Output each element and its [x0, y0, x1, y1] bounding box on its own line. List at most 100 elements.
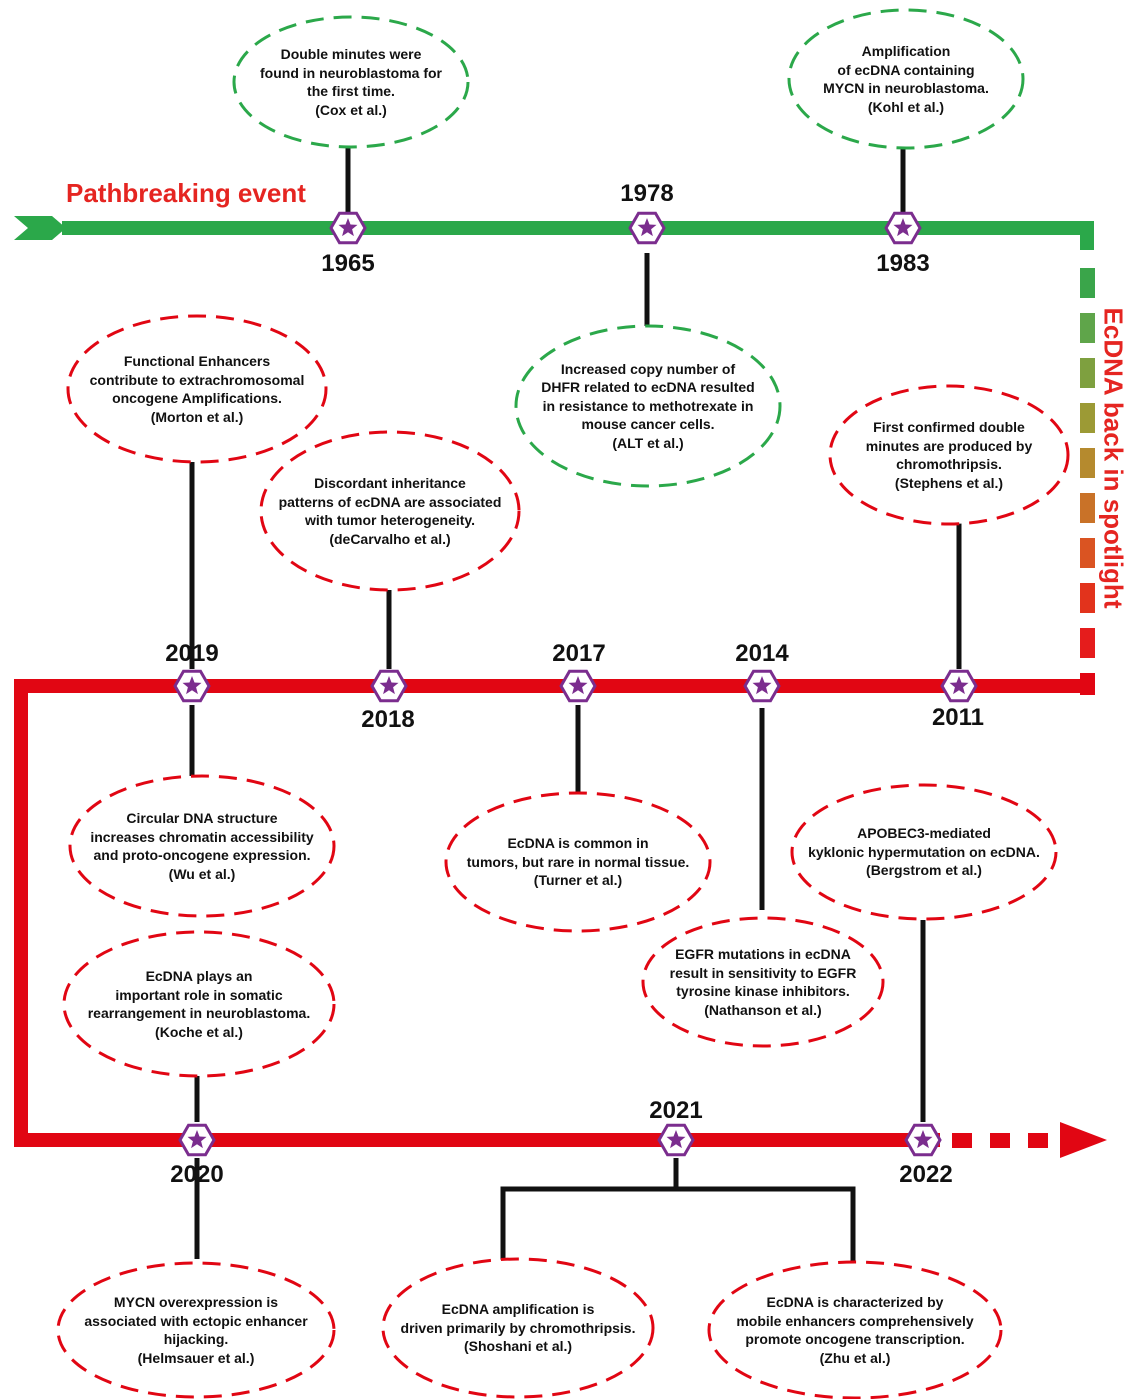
event-description-line: with tumor heterogeneity. [304, 512, 476, 528]
event-ellipse-e1978 [514, 324, 782, 488]
bottom-track-dash [1028, 1133, 1048, 1148]
event-description-line: minutes are produced by [865, 437, 1033, 454]
year-label-2022: 2022 [899, 1161, 953, 1188]
event-text-e2019b: Circular DNA structure increases chromati… [75, 809, 329, 883]
year-label-2018: 2018 [361, 706, 415, 733]
event-description-line: patterns of ecDNA are associated [278, 493, 502, 510]
star-icon [666, 1130, 686, 1149]
connector-dash [1080, 583, 1095, 613]
event-ellipse-e2011 [828, 384, 1070, 526]
event-ellipse-e2014 [641, 916, 885, 1048]
event-text-e2020a: EcDNA plays an important role in somatic r… [69, 967, 329, 1041]
event-citation: (Cox et al.) [315, 101, 387, 118]
event-description-line: increases chromatin accessibility [90, 828, 314, 845]
event-ellipse-e2019a [66, 314, 328, 464]
event-ellipse-e1965 [232, 15, 470, 149]
event-citation: (Zhu et al.) [819, 1349, 891, 1366]
event-ellipse-e2020b [56, 1261, 336, 1399]
event-citation: (ALT et al.) [612, 434, 684, 451]
star-icon [379, 676, 399, 695]
connector-dash [1080, 448, 1095, 478]
event-description-line: hijacking. [163, 1331, 229, 1347]
event-ellipse-e2021a [381, 1257, 655, 1399]
star-icon [893, 218, 913, 237]
connector-dash [1080, 538, 1095, 568]
year-label-2017: 2017 [552, 640, 606, 667]
event-description-line: and proto-oncogene expression. [93, 847, 311, 863]
event-description-line: EGFR mutations in ecDNA [675, 946, 851, 962]
event-description-line: MYCN overexpression is [113, 1294, 279, 1310]
event-description-line: Increased copy number of [560, 360, 736, 377]
connector-dash [1080, 358, 1095, 388]
event-citation: (Kohl et al.) [867, 98, 945, 115]
event-text-e2021b: EcDNA is characterized by mobile enhancer… [714, 1293, 996, 1367]
event-description-line: First confirmed double [873, 419, 1025, 435]
event-citation: (Helmsauer et al.) [137, 1349, 255, 1366]
event-description-line: kyklonic hypermutation on ecDNA. [808, 843, 1040, 860]
event-description-line: mouse cancer cells. [581, 416, 715, 433]
event-description-line: in resistance to methotrexate in [542, 397, 754, 414]
year-label-2014: 2014 [735, 640, 789, 667]
side-track-label: EcDNA back in spotlight [1098, 307, 1129, 609]
event-citation: (Bergstrom et al.) [866, 862, 982, 879]
star-icon [752, 676, 772, 695]
event-description-line: Functional Enhancers [123, 353, 271, 369]
event-text-e2020b: MYCN overexpression is associated with ec… [63, 1293, 329, 1367]
bottom-track-dash [952, 1133, 972, 1148]
event-citation: (Shoshani et al.) [463, 1338, 573, 1355]
connector-dash [1080, 403, 1095, 433]
year-label-2021: 2021 [649, 1097, 703, 1124]
event-citation: (Turner et al.) [533, 872, 623, 889]
event-description-line: rearrangement in neuroblastoma. [87, 1005, 311, 1021]
event-citation: (Nathanson et al.) [704, 1001, 822, 1018]
bracket-connector [500, 1186, 856, 1262]
event-description-line: DHFR related to ecDNA resulted [541, 379, 755, 396]
event-text-e2011: First confirmed double minutes are produc… [835, 418, 1063, 492]
event-description-line: oncogene Amplifications. [112, 390, 282, 406]
event-description-line: the first time. [307, 83, 395, 99]
event-description-line: EcDNA is characterized by [766, 1294, 944, 1310]
event-description-line: of ecDNA containing [837, 61, 975, 78]
event-description-line: Circular DNA structure [126, 810, 278, 826]
connector-dash [1080, 493, 1095, 523]
event-ellipse-e2017 [444, 791, 712, 933]
event-citation: (Morton et al.) [150, 408, 244, 425]
year-label-2020: 2020 [170, 1161, 224, 1188]
connector-dash [1080, 313, 1095, 343]
year-label-2011: 2011 [931, 704, 985, 731]
star-icon [187, 1130, 207, 1149]
chevron-arrow-icon [14, 216, 66, 240]
star-icon [182, 676, 202, 695]
event-description-line: promote oncogene transcription. [745, 1331, 965, 1347]
star-icon [913, 1130, 933, 1149]
event-description-line: tyrosine kinase inhibitors. [676, 983, 850, 999]
connector-dash [1080, 268, 1095, 298]
event-citation: (Wu et al.) [168, 865, 236, 882]
event-description-line: mobile enhancers comprehensively [736, 1312, 974, 1329]
event-ellipse-e2022 [790, 783, 1058, 921]
event-description-line: EcDNA plays an [145, 968, 253, 984]
event-citation: (Stephens et al.) [894, 474, 1004, 491]
event-ellipse-e2019b [68, 774, 336, 918]
arrow-head-icon [1060, 1122, 1107, 1158]
year-label-1978: 1978 [620, 180, 674, 207]
event-description-line: EcDNA amplification is [441, 1301, 595, 1318]
year-label-2019: 2019 [165, 640, 219, 667]
event-description-line: associated with ectopic enhancer [84, 1312, 308, 1329]
connector-dash [1080, 628, 1095, 658]
event-description-line: APOBEC3-mediated [857, 825, 991, 842]
star-icon [338, 218, 358, 237]
event-text-e1978: Increased copy number of DHFR related to … [521, 360, 775, 453]
event-description-line: important role in somatic [115, 986, 283, 1003]
event-ellipse-e1983 [787, 8, 1025, 150]
event-description-line: EcDNA is common in [507, 835, 649, 852]
event-citation: (Koche et al.) [155, 1023, 243, 1040]
